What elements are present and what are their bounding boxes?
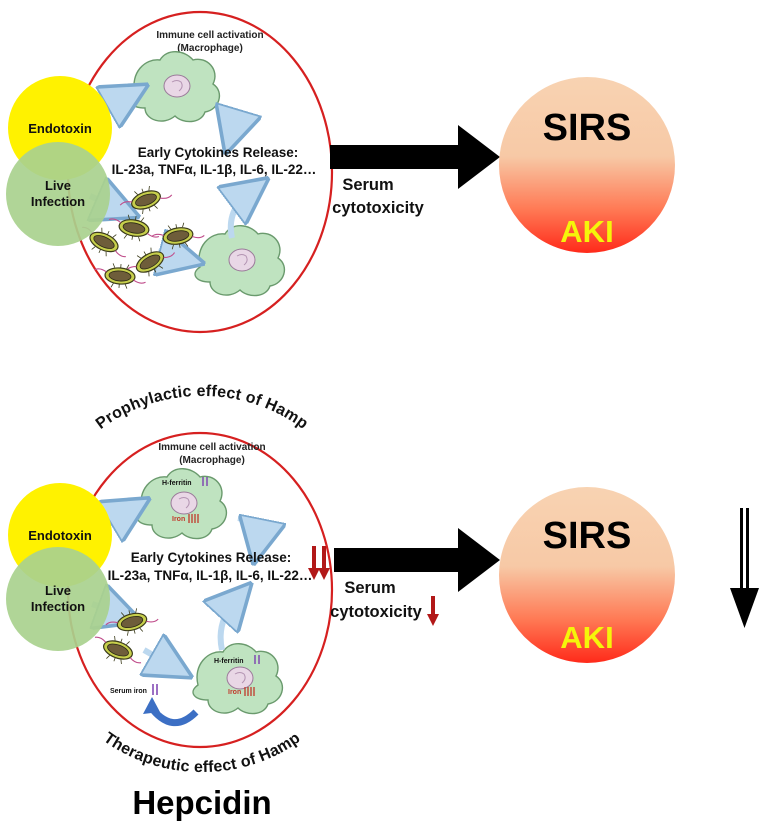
bottom-activation-label: Immune cell activation xyxy=(158,442,265,453)
bottom-aki-label: AKI xyxy=(560,620,613,655)
arrow-icon xyxy=(334,528,500,592)
top-sirs-circle xyxy=(499,77,675,253)
bottom-live-label: Live xyxy=(45,583,71,598)
bottom-endotoxin-label: Endotoxin xyxy=(28,528,92,543)
top-sirs-label: SIRS xyxy=(543,107,632,149)
arrow-icon xyxy=(330,125,500,189)
bottom-panel: Prophylactic effect of Hamp Therapeutic … xyxy=(6,383,759,776)
arrow-icon xyxy=(238,518,259,542)
arrow-icon xyxy=(144,650,172,666)
macrophage-icon xyxy=(192,643,284,715)
top-activation-label: Immune cell activation xyxy=(156,30,263,41)
top-live-infection-circle xyxy=(6,142,110,246)
arrow-icon xyxy=(143,697,160,714)
bottom-sirs-label: SIRS xyxy=(543,515,632,557)
top-live-label: Live xyxy=(45,178,71,193)
top-cytotoxicity-label: cytotoxicity xyxy=(332,199,425,217)
bottom-sirs-circle xyxy=(499,487,675,663)
serum-iron-label: Serum iron xyxy=(110,688,147,695)
red-down-arrows xyxy=(244,687,255,696)
therapeutic-label: Therapeutic effect of Hamp xyxy=(100,729,303,776)
red-down-arrows xyxy=(188,514,199,523)
top-serum-label: Serum xyxy=(342,176,393,194)
bacteria-icon xyxy=(116,179,176,221)
top-infection-label: Infection xyxy=(31,194,85,209)
bottom-cytotoxicity-label: cytotoxicity xyxy=(330,603,423,621)
bacteria-icon xyxy=(88,629,148,671)
bottom-cytokines-list: IL-23a, TNFα, IL-1β, IL-6, IL-22… xyxy=(108,568,313,583)
top-aki-label: AKI xyxy=(560,214,613,249)
top-cytokines-title: Early Cytokines Release: xyxy=(138,145,299,160)
macrophage-icon xyxy=(129,51,221,123)
purple-up-arrows xyxy=(152,684,158,695)
bottom-cytokines-title: Early Cytokines Release: xyxy=(131,550,292,565)
bottom-live-infection-circle xyxy=(6,547,110,651)
arrow-icon xyxy=(221,600,236,651)
top-cytokines-list: IL-23a, TNFα, IL-1β, IL-6, IL-22… xyxy=(112,162,317,177)
purple-up-arrows xyxy=(202,477,208,486)
bottom-activation-sublabel: (Macrophage) xyxy=(179,455,245,466)
red-down-arrows xyxy=(308,546,330,580)
top-endotoxin-label: Endotoxin xyxy=(28,121,92,136)
purple-up-arrows xyxy=(254,655,260,664)
decrease-arrow-icon xyxy=(730,508,759,628)
prophylactic-label: Prophylactic effect of Hamp xyxy=(93,383,311,433)
iron-label-2: Iron xyxy=(228,689,241,696)
hferritin-label: H-ferritin xyxy=(162,480,192,487)
arrow-icon xyxy=(218,108,233,132)
iron-label: Iron xyxy=(172,516,185,523)
red-down-arrow xyxy=(427,596,439,626)
top-panel: Immune cell activation (Macrophage) Earl… xyxy=(6,10,675,334)
hferritin-label-2: H-ferritin xyxy=(214,658,244,665)
arrow-icon xyxy=(231,192,250,239)
hepcidin-label: Hepcidin xyxy=(132,784,271,821)
bottom-serum-label: Serum xyxy=(344,579,395,597)
top-activation-sublabel: (Macrophage) xyxy=(177,43,243,54)
macrophage-icon xyxy=(194,225,286,297)
bottom-infection-label: Infection xyxy=(31,599,85,614)
